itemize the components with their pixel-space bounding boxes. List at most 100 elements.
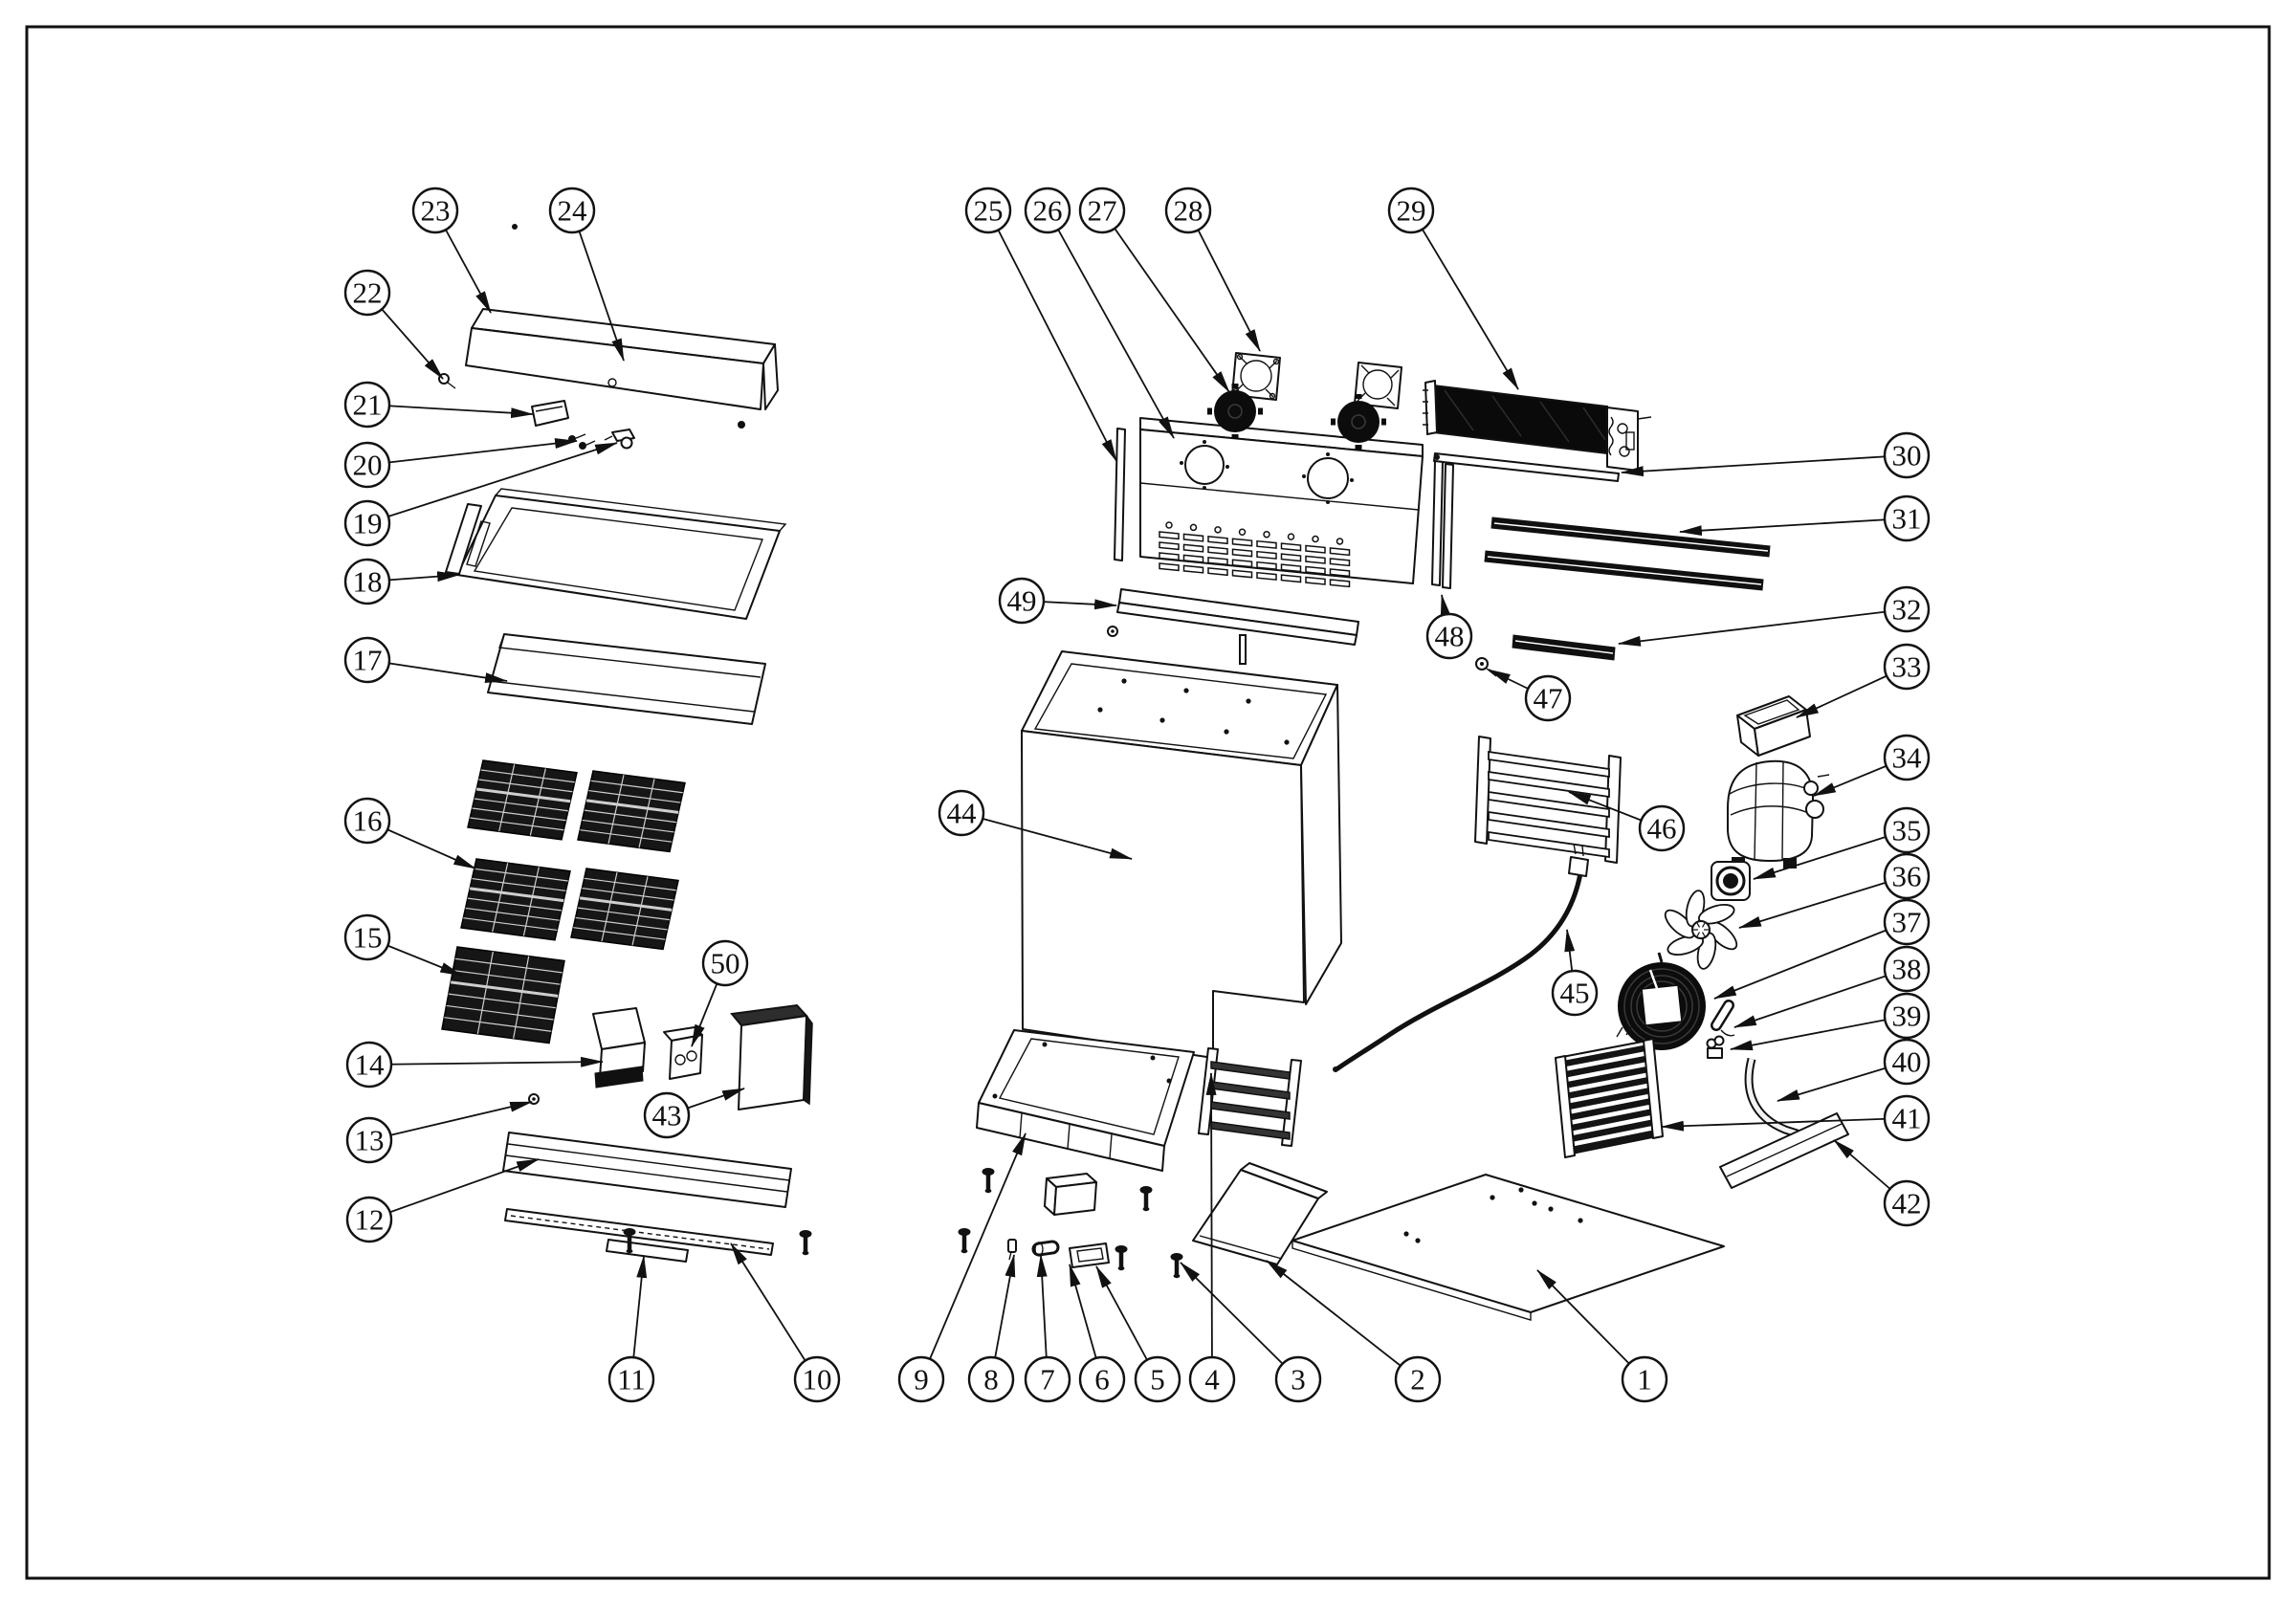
balloon-25: [964, 187, 1012, 234]
part-top-rail-49: [1107, 588, 1359, 665]
balloon-1: [1621, 1355, 1668, 1403]
part-cover-box-43: [730, 1003, 813, 1110]
callout-19: 19: [343, 442, 619, 547]
balloon-label-3: 3: [1291, 1363, 1306, 1396]
callout-44: 44: [938, 789, 1134, 860]
balloon-20: [343, 441, 391, 489]
balloon-label-44: 44: [947, 797, 978, 830]
callout-42: 42: [1833, 1139, 1931, 1227]
callout-11: 11: [607, 1254, 655, 1403]
balloon-label-26: 26: [1033, 194, 1063, 228]
callout-43: 43: [643, 1088, 746, 1139]
leader-line-41: [1660, 1117, 1908, 1132]
callout-26: 26: [1024, 187, 1175, 439]
balloon-18: [343, 558, 391, 605]
callout-16: 16: [343, 797, 476, 869]
balloon-49: [998, 577, 1046, 625]
part-fan-rotor-right: [1331, 394, 1386, 450]
balloon-label-36: 36: [1892, 860, 1922, 893]
leader-line-30: [1620, 454, 1908, 477]
balloon-label-38: 38: [1892, 953, 1922, 986]
balloon-label-5: 5: [1150, 1363, 1165, 1396]
callout-13: 13: [345, 1101, 534, 1164]
balloon-28: [1164, 187, 1212, 234]
callout-7: 7: [1024, 1253, 1071, 1403]
balloon-48: [1425, 612, 1473, 660]
balloon-label-2: 2: [1410, 1363, 1425, 1396]
balloon-label-31: 31: [1892, 502, 1922, 536]
balloon-12: [345, 1196, 393, 1243]
callout-32: 32: [1617, 585, 1931, 647]
part-drip-pan-2: [1192, 1162, 1328, 1265]
part-fan-rotor-27-left: [1207, 384, 1263, 439]
leader-line-35: [1752, 829, 1908, 880]
balloon-label-1: 1: [1637, 1363, 1652, 1396]
leader-line-12: [368, 1158, 541, 1220]
callout-15: 15: [343, 913, 464, 977]
balloon-label-10: 10: [803, 1363, 832, 1396]
part-strip-11: [606, 1239, 689, 1263]
balloon-4: [1188, 1355, 1236, 1403]
balloon-6: [1078, 1355, 1126, 1403]
leader-line-28: [1187, 209, 1261, 352]
balloon-16: [343, 797, 391, 845]
callout-47: 47: [1488, 669, 1572, 722]
part-power-cord-45: [1333, 843, 1589, 1072]
screw: [1115, 1245, 1128, 1271]
balloon-label-11: 11: [617, 1363, 646, 1396]
callout-46: 46: [1567, 791, 1686, 852]
balloon-38: [1883, 945, 1931, 993]
balloon-label-35: 35: [1892, 814, 1922, 847]
balloon-36: [1883, 852, 1931, 900]
part-bracket-14: [592, 1007, 646, 1088]
callout-4: 4: [1188, 1071, 1236, 1403]
part-fan-panel-26: [1139, 417, 1424, 588]
balloon-14: [345, 1041, 393, 1088]
callout-28: 28: [1164, 187, 1261, 352]
callout-14: 14: [345, 1041, 605, 1088]
drawing-border: [25, 25, 2271, 1580]
balloon-label-6: 6: [1094, 1363, 1110, 1396]
balloon-label-23: 23: [421, 194, 451, 228]
part-drier-38: [1711, 1000, 1735, 1037]
part-grates-16: [441, 759, 686, 1044]
part-wire-shelf-46: [1474, 736, 1622, 864]
callout-39: 39: [1729, 992, 1931, 1051]
balloon-label-34: 34: [1892, 741, 1923, 775]
balloon-label-41: 41: [1892, 1102, 1922, 1135]
balloon-label-20: 20: [353, 449, 383, 482]
callout-18: 18: [343, 558, 461, 605]
balloon-label-25: 25: [974, 194, 1004, 228]
callout-40: 40: [1776, 1038, 1931, 1102]
part-switch-5: [1069, 1242, 1110, 1268]
balloon-label-8: 8: [983, 1363, 999, 1396]
leader-line-10: [730, 1242, 818, 1380]
callout-5: 5: [1095, 1265, 1181, 1403]
balloon-label-50: 50: [711, 947, 740, 980]
callout-8: 8: [967, 1253, 1016, 1403]
leader-line-37: [1712, 921, 1908, 1000]
balloon-22: [343, 269, 391, 317]
callout-9: 9: [897, 1132, 1027, 1403]
balloon-19: [343, 499, 391, 547]
balloon-24: [548, 187, 596, 234]
part-tray-42: [1719, 1112, 1849, 1189]
balloon-39: [1883, 992, 1931, 1040]
part-clip-6: [1031, 1240, 1060, 1257]
balloon-40: [1883, 1038, 1931, 1086]
leader-line-4: [1205, 1071, 1217, 1380]
balloon-label-42: 42: [1892, 1187, 1922, 1220]
balloon-26: [1024, 187, 1071, 234]
callout-33: 33: [1796, 643, 1931, 718]
balloon-10: [793, 1355, 841, 1403]
balloon-label-46: 46: [1647, 812, 1677, 846]
part-coil-37: [1618, 952, 1706, 1055]
callout-41: 41: [1660, 1094, 1931, 1142]
balloon-46: [1638, 804, 1686, 852]
leader-line-36: [1737, 875, 1908, 929]
leader-line-31: [1678, 517, 1908, 537]
part-clamp-39: [1706, 1035, 1725, 1059]
balloon-label-28: 28: [1174, 194, 1203, 228]
balloon-31: [1883, 495, 1931, 542]
